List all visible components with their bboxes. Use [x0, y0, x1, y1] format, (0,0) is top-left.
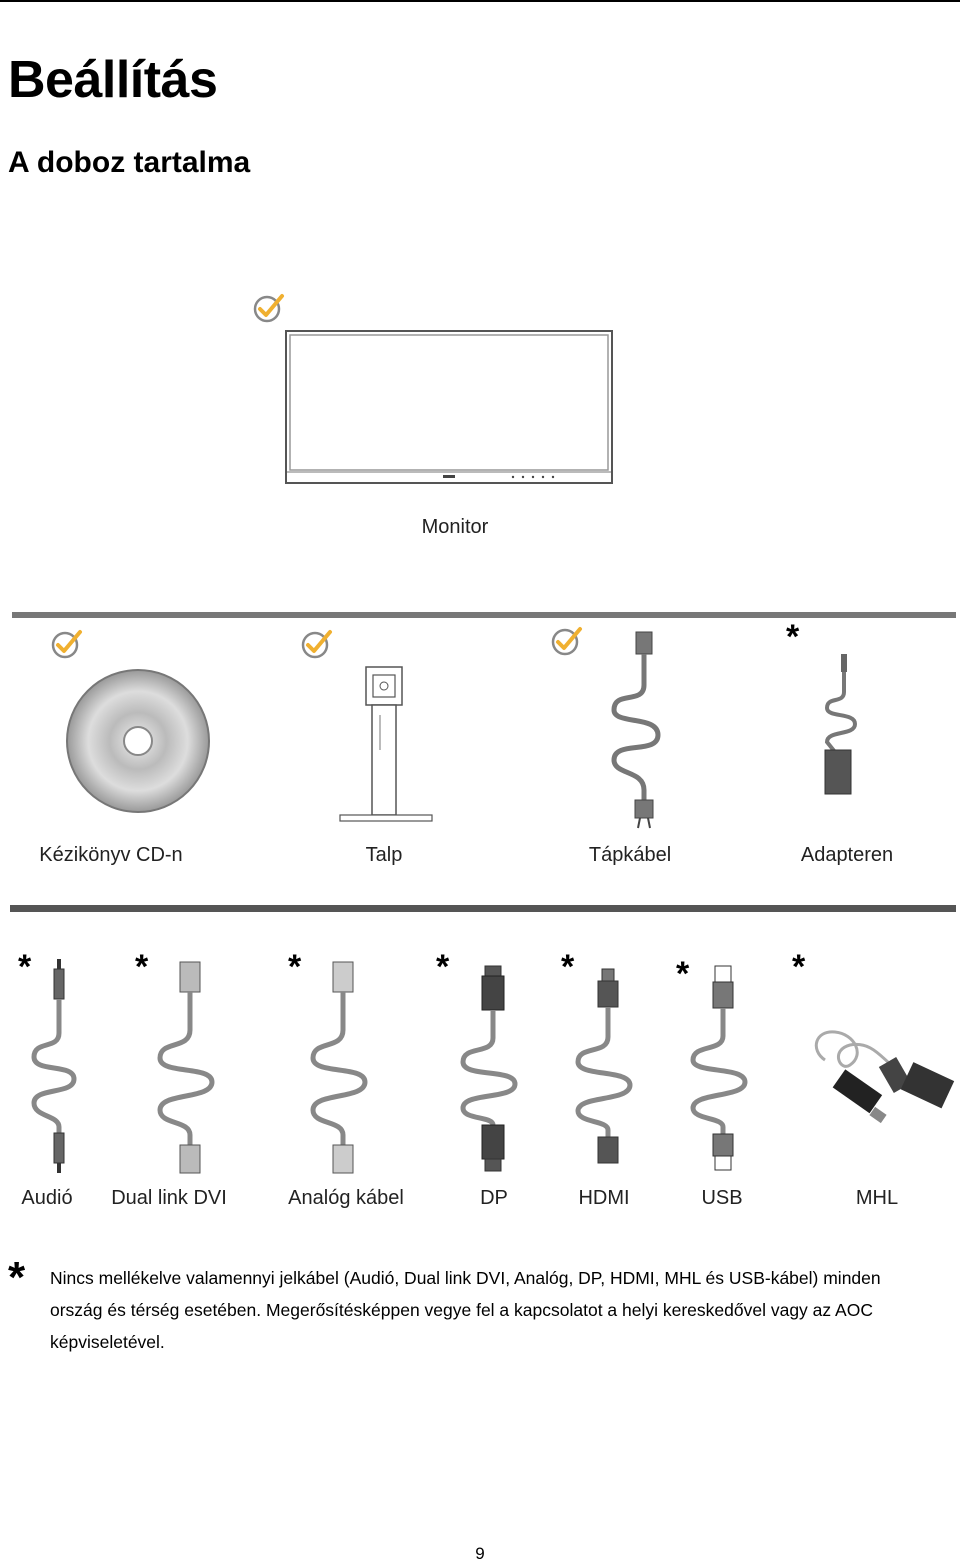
- analog-cable-image: [310, 961, 368, 1174]
- hdmi-asterisk-icon: *: [561, 948, 575, 986]
- dvi-label: Dual link DVI: [111, 1187, 227, 1209]
- divider-row2: [10, 905, 956, 912]
- monitor-check-icon: [253, 294, 284, 323]
- usb-asterisk-icon: *: [676, 955, 690, 993]
- audio-label: Audió: [21, 1187, 73, 1209]
- hdmi-label: HDMI: [578, 1187, 630, 1209]
- top-rule: [0, 0, 960, 2]
- cd-label: Kézikönyv CD-n: [39, 844, 183, 866]
- monitor-image: [285, 330, 613, 484]
- monitor-label: Monitor: [421, 516, 489, 538]
- power-cable-label: Tápkábel: [588, 844, 672, 866]
- audio-asterisk-icon: *: [18, 948, 32, 986]
- page-number: 9: [475, 1544, 485, 1563]
- power-cable-check-icon: [551, 627, 582, 656]
- cd-image: [66, 669, 210, 813]
- usb-cable-image: [690, 965, 748, 1171]
- power-cable-image: [611, 631, 661, 829]
- stand-check-icon: [301, 630, 332, 659]
- dp-asterisk-icon: *: [436, 948, 450, 986]
- page-title: Beállítás: [8, 51, 218, 109]
- adapter-label: Adapteren: [800, 844, 894, 866]
- adapter-image: [824, 654, 858, 795]
- footnote-line-3: képviseletével.: [50, 1332, 165, 1352]
- dp-cable-image: [460, 965, 518, 1172]
- mhl-label: MHL: [855, 1187, 899, 1209]
- dp-label: DP: [480, 1187, 508, 1209]
- footnote-text: Nincs mellékelve valamennyi jelkábel (Au…: [50, 1262, 950, 1358]
- footnote-line-1: Nincs mellékelve valamennyi jelkábel (Au…: [50, 1268, 881, 1288]
- dvi-asterisk-icon: *: [135, 948, 149, 986]
- audio-cable-image: [31, 959, 77, 1173]
- adapter-asterisk-icon: *: [786, 618, 800, 656]
- usb-label: USB: [701, 1187, 743, 1209]
- footnote-asterisk-icon: *: [8, 1253, 26, 1302]
- stand-label: Talp: [365, 844, 403, 866]
- stand-image: [339, 666, 433, 822]
- analog-asterisk-icon: *: [288, 948, 302, 986]
- hdmi-cable-image: [575, 968, 633, 1164]
- cd-check-icon: [51, 630, 82, 659]
- mhl-asterisk-icon: *: [792, 948, 806, 986]
- section-subtitle: A doboz tartalma: [8, 146, 251, 179]
- divider-row1: [12, 612, 956, 618]
- footnote-line-2: ország és térség esetében. Megerősítéské…: [50, 1300, 873, 1320]
- dvi-cable-image: [157, 961, 215, 1174]
- analog-label: Analóg kábel: [288, 1187, 404, 1209]
- mhl-cable-image: [814, 1030, 955, 1124]
